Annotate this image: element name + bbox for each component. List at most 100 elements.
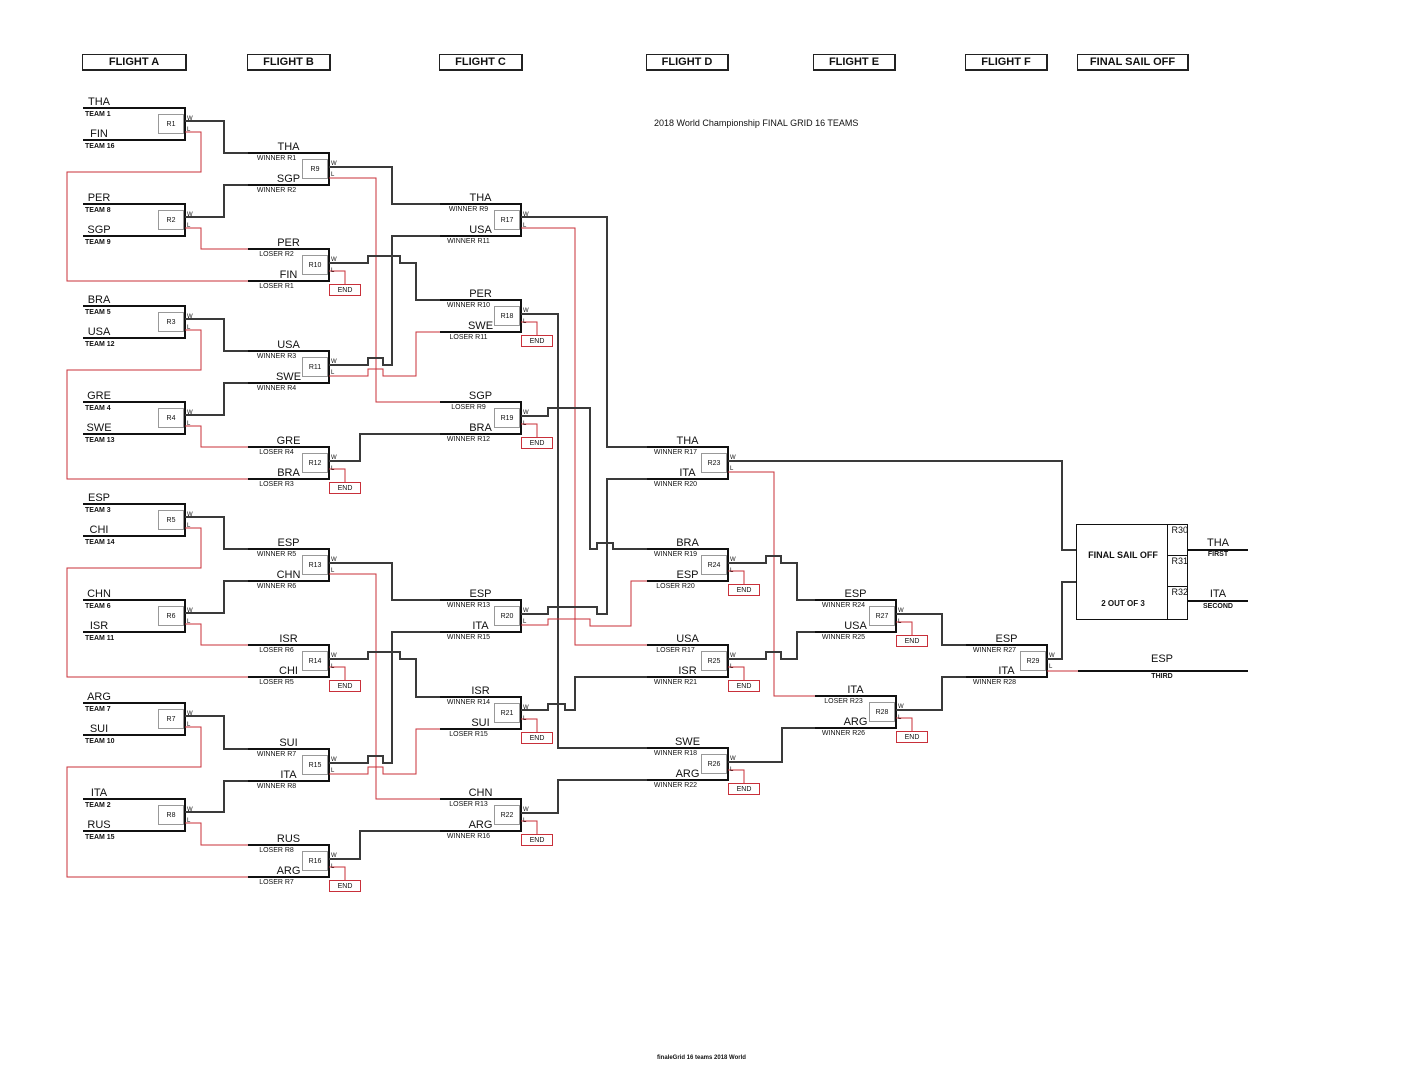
loser-path bbox=[329, 728, 440, 775]
winner-path bbox=[896, 676, 966, 711]
match-lines bbox=[248, 548, 330, 582]
loser-path bbox=[329, 331, 440, 377]
race-box: R5 bbox=[158, 510, 184, 530]
race-box: R23 bbox=[701, 453, 727, 473]
team-name: ARG bbox=[87, 691, 111, 703]
winner-marker: W bbox=[730, 756, 736, 762]
match-lines bbox=[248, 350, 330, 384]
loser-marker: L bbox=[898, 619, 902, 625]
second-place-team: ITA bbox=[1209, 588, 1227, 600]
source-label: WINNER R9 bbox=[448, 206, 489, 213]
race-box: R7 bbox=[158, 709, 184, 729]
race-box: R22 bbox=[494, 805, 520, 825]
race-box: R18 bbox=[494, 306, 520, 326]
team-name: FIN bbox=[90, 128, 108, 140]
team-name: GRE bbox=[87, 390, 111, 402]
match-lines bbox=[83, 702, 186, 736]
match-lines bbox=[647, 548, 729, 582]
source-label: WINNER R1 bbox=[256, 155, 297, 162]
winner-path bbox=[1047, 581, 1076, 660]
source-label: WINNER R17 bbox=[653, 449, 698, 456]
winner-marker: W bbox=[187, 807, 193, 813]
winner-path bbox=[185, 382, 248, 416]
match-lines bbox=[83, 599, 186, 633]
winner-path bbox=[896, 613, 966, 646]
loser-exit-line bbox=[521, 321, 538, 335]
match-lines bbox=[248, 446, 330, 480]
source-label: WINNER R19 bbox=[653, 551, 698, 558]
source-label: WINNER R6 bbox=[256, 583, 297, 590]
team-name: SGP bbox=[276, 173, 301, 185]
match-lines bbox=[83, 503, 186, 537]
loser-exit-line bbox=[329, 866, 346, 880]
loser-path bbox=[66, 726, 248, 878]
race-box: R11 bbox=[302, 357, 328, 377]
seed-label: TEAM 4 bbox=[85, 405, 111, 412]
seed-label: TEAM 13 bbox=[85, 437, 115, 444]
race-box: R13 bbox=[302, 555, 328, 575]
loser-marker: L bbox=[331, 466, 335, 472]
source-label: LOSER R13 bbox=[449, 801, 488, 808]
race-box: R4 bbox=[158, 408, 184, 428]
match-lines bbox=[83, 107, 186, 141]
source-label: WINNER R4 bbox=[256, 385, 297, 392]
team-name: ISR bbox=[89, 620, 109, 632]
loser-path bbox=[185, 822, 248, 846]
team-name: CHN bbox=[468, 787, 493, 799]
race-box: R27 bbox=[869, 606, 895, 626]
match-lines bbox=[440, 299, 522, 333]
winner-path bbox=[329, 166, 440, 205]
race-box: R29 bbox=[1020, 651, 1046, 671]
team-name: ITA bbox=[472, 620, 489, 632]
match-lines bbox=[83, 401, 186, 435]
end-box: END bbox=[329, 284, 361, 296]
winner-marker: W bbox=[898, 704, 904, 710]
team-name: BRA bbox=[87, 294, 111, 306]
match-lines bbox=[83, 798, 186, 832]
team-name: BRA bbox=[277, 467, 300, 479]
flight-a-header: FLIGHT A bbox=[82, 54, 187, 71]
loser-path bbox=[521, 580, 647, 627]
team-name: CHI bbox=[279, 665, 298, 677]
third-place-label: THIRD bbox=[1151, 673, 1173, 680]
loser-marker: L bbox=[187, 818, 191, 824]
source-label: WINNER R22 bbox=[653, 782, 698, 789]
source-label: WINNER R14 bbox=[446, 699, 491, 706]
winner-marker: W bbox=[331, 455, 337, 461]
race-box: R2 bbox=[158, 210, 184, 230]
loser-marker: L bbox=[730, 466, 734, 472]
team-name: ITA bbox=[847, 684, 864, 696]
winner-path bbox=[521, 407, 647, 550]
team-name: ISR bbox=[678, 665, 697, 677]
winner-marker: W bbox=[187, 711, 193, 717]
source-label: WINNER R5 bbox=[256, 551, 297, 558]
winner-marker: W bbox=[187, 512, 193, 518]
winner-path bbox=[185, 715, 248, 750]
source-label: WINNER R21 bbox=[653, 679, 698, 686]
winner-marker: W bbox=[331, 653, 337, 659]
end-box: END bbox=[896, 731, 928, 743]
loser-marker: L bbox=[187, 127, 191, 133]
source-label: LOSER R8 bbox=[259, 847, 294, 854]
loser-path bbox=[185, 623, 248, 646]
winner-path bbox=[329, 433, 440, 462]
loser-marker: L bbox=[331, 768, 335, 774]
loser-exit-line bbox=[896, 717, 913, 731]
match-lines bbox=[248, 844, 330, 878]
match-lines bbox=[440, 401, 522, 435]
team-name: ESP bbox=[676, 569, 699, 581]
race-box: R10 bbox=[302, 255, 328, 275]
loser-marker: L bbox=[187, 223, 191, 229]
winner-path bbox=[329, 651, 440, 698]
winner-marker: W bbox=[187, 116, 193, 122]
source-label: LOSER R15 bbox=[449, 731, 488, 738]
flight-b-header: FLIGHT B bbox=[247, 54, 331, 71]
source-label: LOSER R23 bbox=[824, 698, 863, 705]
loser-path bbox=[185, 425, 248, 448]
team-name: SWE bbox=[275, 371, 302, 383]
winner-marker: W bbox=[898, 608, 904, 614]
source-label: WINNER R2 bbox=[256, 187, 297, 194]
source-label: WINNER R11 bbox=[447, 238, 490, 245]
winner-path bbox=[521, 478, 647, 615]
loser-marker: L bbox=[523, 619, 527, 625]
